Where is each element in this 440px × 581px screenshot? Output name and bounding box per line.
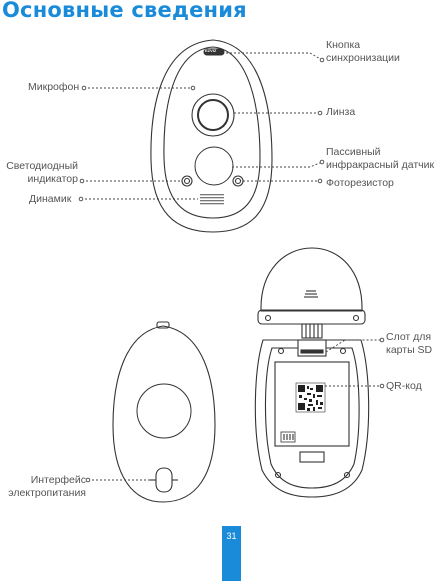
label-speaker-text: Динамик — [29, 193, 72, 205]
speaker-grille — [200, 194, 224, 205]
label-power-interface: Интерфейс электропитания — [0, 474, 86, 500]
label-sync-button: Кнопка синхронизации — [326, 39, 400, 65]
open-leader-lines — [325, 339, 382, 387]
qr-code-image — [295, 382, 326, 413]
open-camera-view — [254, 247, 370, 498]
label-microphone: Микрофон — [28, 81, 79, 94]
label-led-indicator-text: Светодиодный индикатор — [6, 160, 78, 185]
label-led-indicator: Светодиодный индикатор — [0, 160, 78, 186]
back-camera-view — [112, 321, 216, 503]
page-number: 31 — [226, 531, 237, 541]
label-pir-sensor-text: Пассивный инфракрасный датчик — [326, 146, 435, 171]
label-pir-sensor: Пассивный инфракрасный датчик — [326, 146, 434, 172]
label-sd-slot-text: Слот для карты SD — [386, 331, 433, 356]
sync-button-shape — [203, 48, 225, 56]
front-leader-lines — [81, 52, 323, 200]
label-sync-button-text: Кнопка синхронизации — [326, 39, 400, 64]
label-qr-code-text: QR-код — [386, 380, 422, 392]
label-microphone-text: Микрофон — [28, 81, 80, 93]
label-sd-slot: Слот для карты SD — [386, 331, 432, 357]
brand-mark: EZVIZ — [205, 48, 216, 54]
brand-mark-text: EZVIZ — [205, 48, 217, 53]
label-photoresistor-text: Фоторезистор — [326, 177, 394, 189]
page-number-tab: 31 — [222, 526, 241, 581]
label-lens-text: Линза — [326, 106, 356, 118]
label-qr-code: QR-код — [386, 380, 422, 393]
label-photoresistor: Фоторезистор — [326, 177, 394, 190]
page-title: Основные сведения — [2, 0, 247, 22]
front-leader-dots — [78, 57, 325, 202]
label-lens: Линза — [326, 106, 355, 119]
front-camera-view — [150, 39, 273, 233]
label-power-interface-text: Интерфейс электропитания — [8, 474, 86, 499]
label-speaker: Динамик — [29, 193, 71, 206]
